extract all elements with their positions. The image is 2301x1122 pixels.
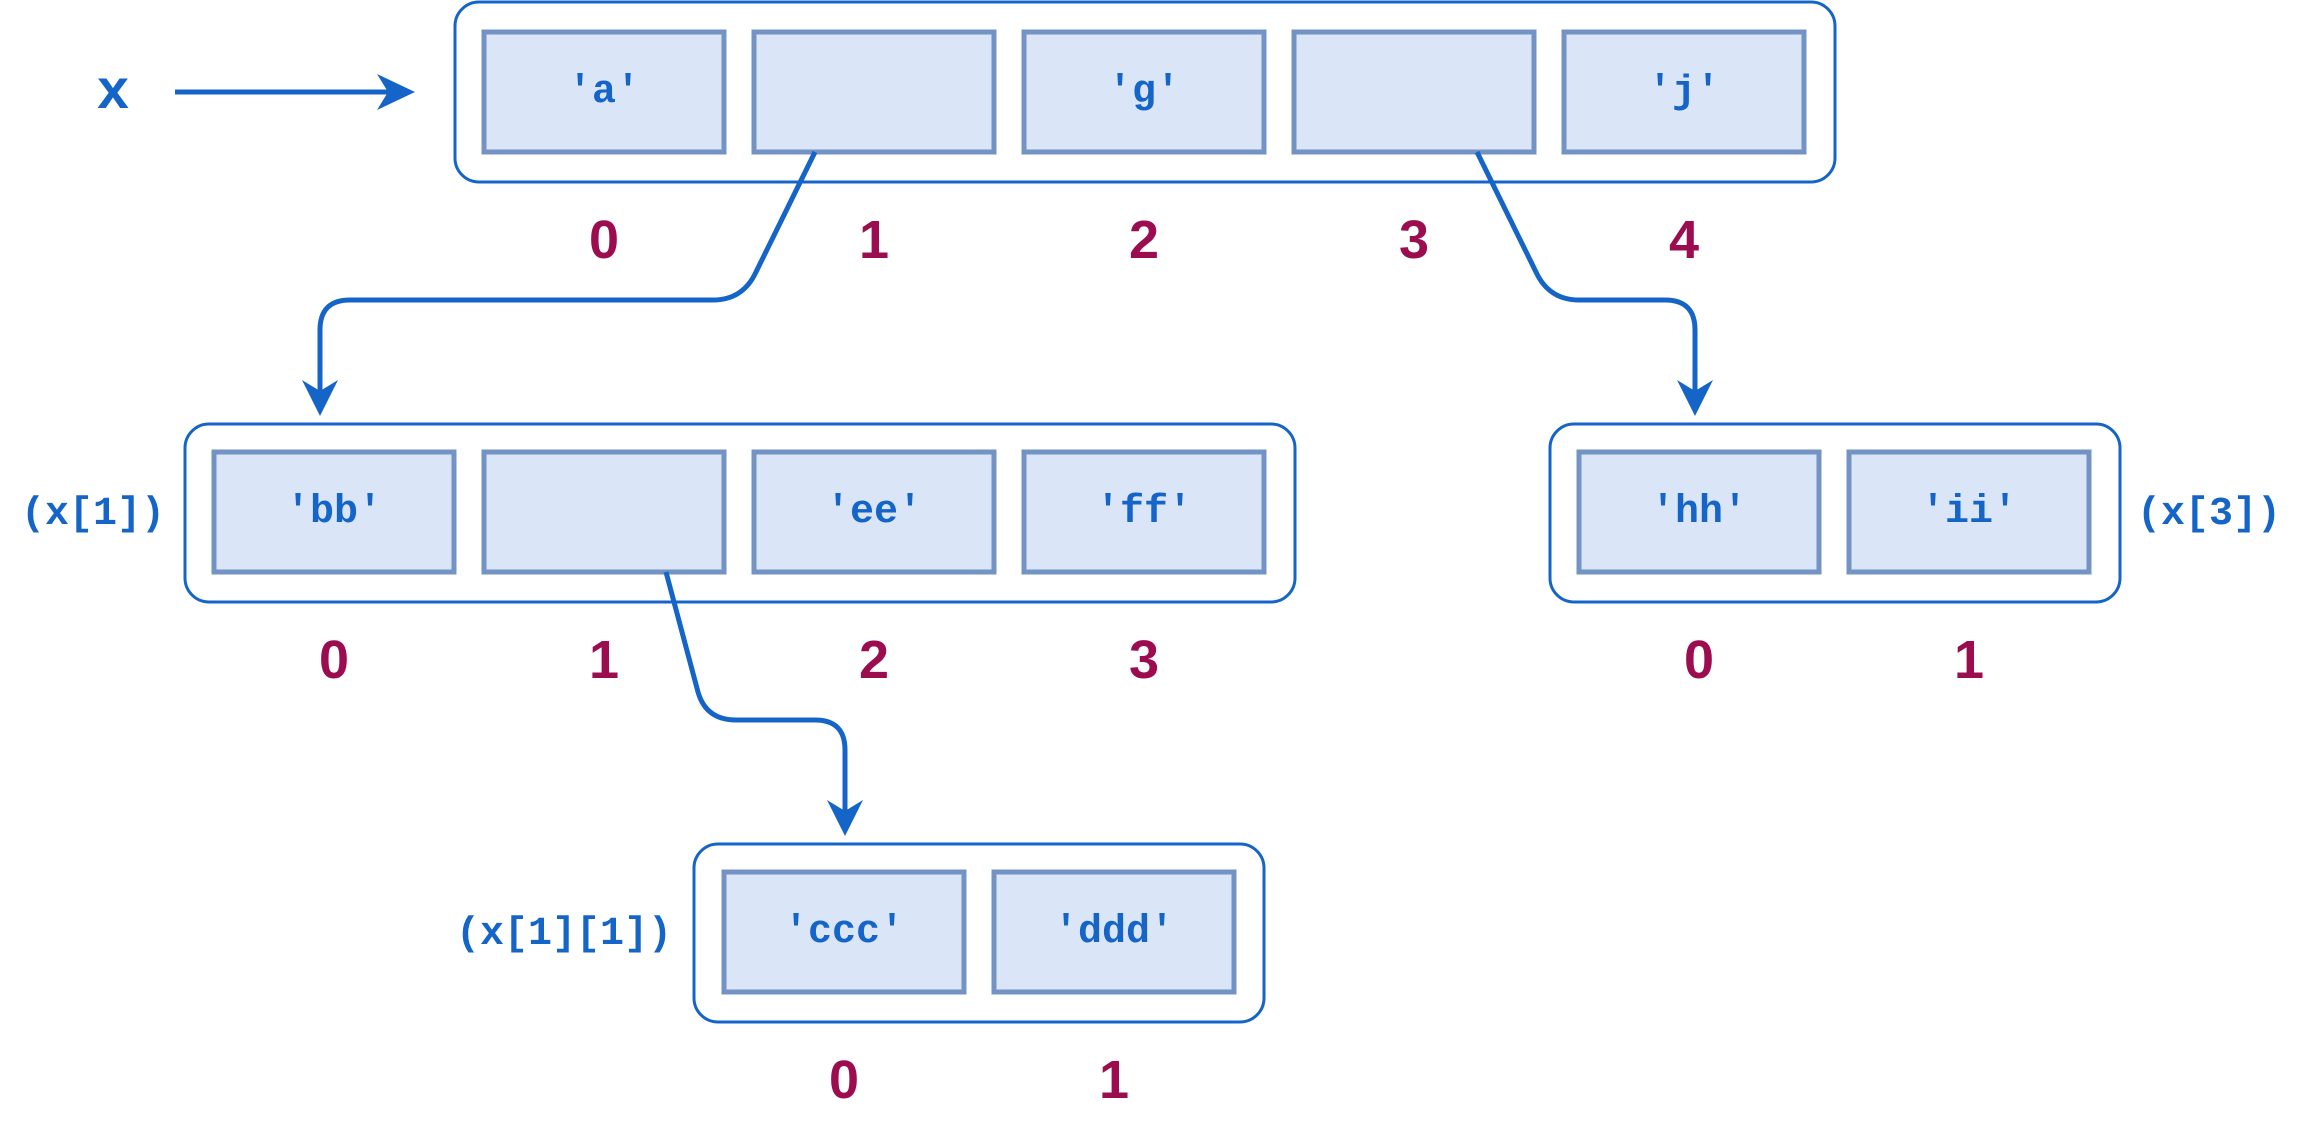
list-x-cell-0-value: 'a'	[568, 70, 640, 115]
variable-x-label: x	[96, 61, 130, 125]
list-x-index-2: 2	[1129, 210, 1159, 270]
list-x3-cell-0-value: 'hh'	[1651, 490, 1747, 535]
list-x1-cell-1	[481, 449, 727, 575]
list-x3-cell-1	[1846, 449, 2092, 575]
reference-arrow-x1-1-to-list-x11	[663, 571, 848, 812]
list-x1-name-label: (x[1])	[21, 492, 165, 537]
list-x-cell-1	[751, 29, 997, 155]
list-x-index-4: 4	[1669, 210, 1699, 270]
reference-arrow-x3-to-list-x3	[1474, 150, 1698, 392]
list-x3-cell-1-value: 'ii'	[1921, 490, 2017, 535]
list-x-cell-2-value: 'g'	[1108, 70, 1180, 115]
list-x11-index-1: 1	[1099, 1050, 1129, 1110]
list-x11-cell-1	[991, 869, 1237, 995]
list-x-index-1: 1	[859, 210, 889, 270]
list-x1: 'bb' 'ee' 'ff' (x[1]) 0 1 2 3	[21, 422, 1297, 690]
list-x11-name-label: (x[1][1])	[456, 912, 672, 957]
list-x-cell-4-value: 'j'	[1648, 70, 1720, 115]
list-x-index-3: 3	[1399, 210, 1429, 270]
list-x1-cell-3	[1021, 449, 1267, 575]
list-x11-cell-0	[721, 869, 967, 995]
list-x-cell-4	[1561, 29, 1807, 155]
variable-arrowhead	[377, 74, 415, 110]
list-x11-cell-1-value: 'ddd'	[1054, 910, 1174, 955]
reference-arrowhead-list-x11	[827, 800, 863, 836]
reference-arrowhead-list-x3	[1677, 380, 1713, 416]
reference-arrow-x1-to-list-x1	[317, 150, 818, 392]
list-x11: 'ccc' 'ddd' (x[1][1]) 0 1	[456, 842, 1266, 1110]
list-x3-name-label: (x[3])	[2137, 492, 2281, 537]
list-x-cell-3	[1291, 29, 1537, 155]
list-x-cell-2	[1021, 29, 1267, 155]
list-x11-index-0: 0	[829, 1050, 859, 1110]
list-x1-cell-0	[211, 449, 457, 575]
list-x1-index-1: 1	[589, 630, 619, 690]
list-x1-cell-2	[751, 449, 997, 575]
list-x-index-0: 0	[589, 210, 619, 270]
list-x-cell-0	[481, 29, 727, 155]
list-x1-cell-3-value: 'ff'	[1096, 490, 1192, 535]
list-x1-index-0: 0	[319, 630, 349, 690]
list-x3-cell-0	[1576, 449, 1822, 575]
list-x1-container	[183, 422, 1297, 604]
list-x3-index-1: 1	[1954, 630, 1984, 690]
list-x1-index-3: 3	[1129, 630, 1159, 690]
list-x11-cell-0-value: 'ccc'	[784, 910, 904, 955]
list-x1-index-2: 2	[859, 630, 889, 690]
list-x3: 'hh' 'ii' (x[3]) 0 1	[1548, 422, 2281, 690]
list-x1-cell-0-value: 'bb'	[286, 490, 382, 535]
reference-arrowhead-list-x1	[302, 380, 338, 416]
list-x1-cell-2-value: 'ee'	[826, 490, 922, 535]
list-x3-index-0: 0	[1684, 630, 1714, 690]
list-x: 'a' 'g' 'j' 0 1 2 3 4	[453, 0, 1837, 270]
